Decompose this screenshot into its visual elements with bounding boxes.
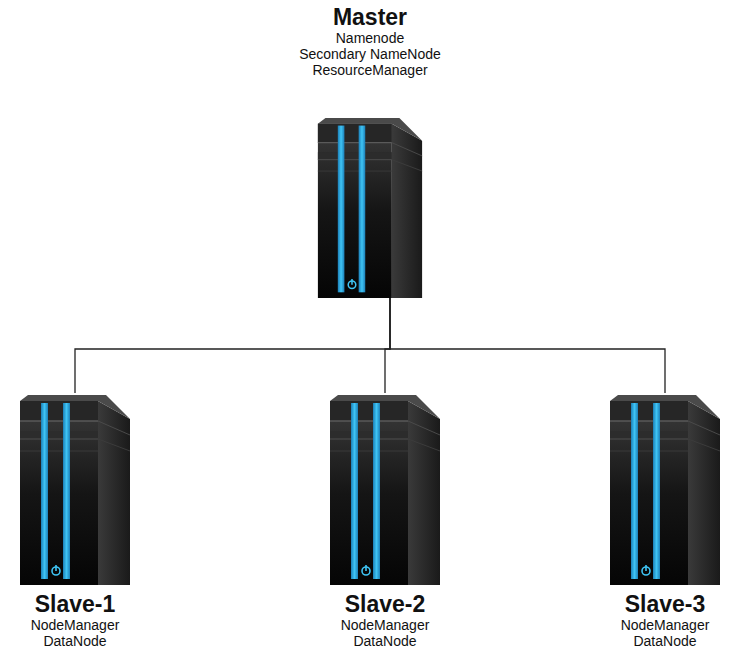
network-link <box>385 298 390 393</box>
daemon-name: DataNode <box>31 633 120 649</box>
node-label-group: Slave-2NodeManagerDataNode <box>341 592 430 649</box>
slave-server-node: Slave-3NodeManagerDataNode <box>607 393 723 649</box>
daemon-name: ResourceManager <box>299 62 441 78</box>
node-label-group: Slave-1NodeManagerDataNode <box>31 592 120 649</box>
daemon-name: DataNode <box>341 633 430 649</box>
daemon-name: NodeManager <box>31 617 120 633</box>
node-label-group: Slave-3NodeManagerDataNode <box>621 592 710 649</box>
node-heading: Slave-1 <box>31 592 120 617</box>
slave-server-icon <box>610 395 720 585</box>
slave-server-icon <box>20 395 130 585</box>
daemon-name: NodeManager <box>621 617 710 633</box>
daemon-name: Namenode <box>299 30 441 46</box>
node-label-group: MasterNamenodeSecondary NameNodeResource… <box>299 5 441 78</box>
network-link <box>390 298 665 393</box>
network-link <box>75 298 390 393</box>
master-server-icon <box>318 118 422 298</box>
daemon-name: Secondary NameNode <box>299 46 441 62</box>
master-server-node: MasterNamenodeSecondary NameNodeResource… <box>293 5 447 298</box>
slave-server-icon <box>330 395 440 585</box>
node-heading: Slave-3 <box>621 592 710 617</box>
slave-server-node: Slave-2NodeManagerDataNode <box>327 393 443 649</box>
daemon-name: DataNode <box>621 633 710 649</box>
node-heading: Master <box>299 5 441 30</box>
node-heading: Slave-2 <box>341 592 430 617</box>
daemon-name: NodeManager <box>341 617 430 633</box>
slave-server-node: Slave-1NodeManagerDataNode <box>17 393 133 649</box>
